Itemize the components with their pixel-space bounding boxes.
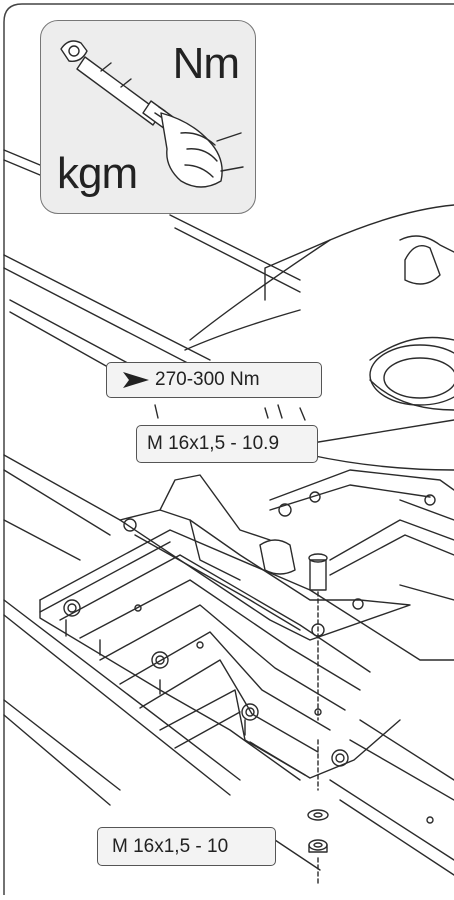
bolt-assembly (307, 553, 329, 886)
bolt-spec-text: M 16x1,5 - 10.9 (147, 433, 280, 454)
leader-lines (154, 404, 306, 421)
torque-spec-panel: Nm kgm (40, 20, 256, 214)
bolt-spec-callout: M 16x1,5 - 10.9 (136, 425, 318, 463)
nut-spec-callout: M 16x1,5 - 10 (97, 827, 276, 866)
torque-callout: 270-300 Nm (106, 362, 322, 398)
arrow-right-icon (123, 372, 149, 388)
torque-value: 270-300 Nm (155, 369, 260, 390)
cross-members (39, 529, 454, 781)
frame-rails (3, 149, 454, 876)
unit-newton-meter: Nm (172, 39, 240, 88)
mounting-bracket (119, 474, 454, 641)
nut-spec-text: M 16x1,5 - 10 (112, 835, 229, 857)
unit-kilogram-meter: kgm (57, 149, 138, 198)
coupling-plate (184, 204, 454, 521)
torque-wrench-icon (60, 40, 244, 188)
